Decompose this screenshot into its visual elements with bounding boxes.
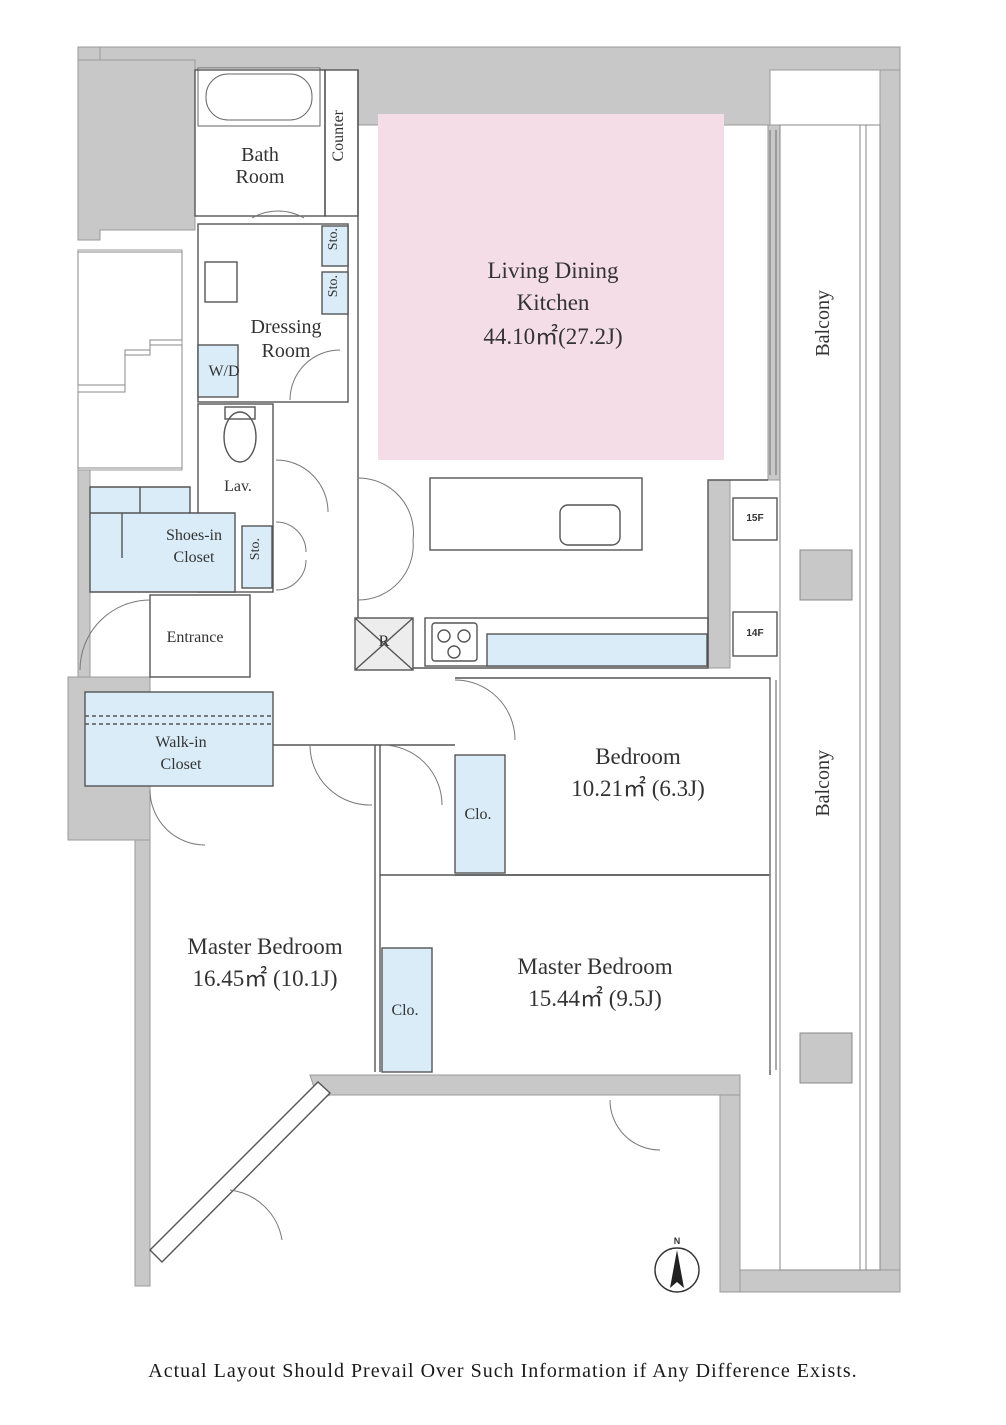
entrance-label: Entrance	[166, 629, 224, 646]
bedroom-name: Bedroom	[595, 744, 681, 769]
master-bedroom-2-area: 15.44㎡ (9.5J)	[528, 986, 662, 1011]
walkin-closet-label-line2: Closet	[160, 756, 202, 773]
dressing-label-line2: Room	[261, 340, 311, 362]
walkin-closet-label-line1: Walk-in	[155, 734, 207, 751]
ldk-area: 44.10㎡(27.2J)	[483, 324, 623, 349]
balcony-column-upper	[799, 549, 853, 601]
shoes-closet-label-line1: Shoes-in	[166, 527, 222, 544]
bath-label-line2: Room	[235, 166, 285, 188]
counter-label: Counter	[330, 110, 347, 162]
shaft-lower	[77, 344, 183, 469]
bedroom-area: 10.21㎡ (6.3J)	[571, 776, 705, 801]
floor-marker-14f: 14F	[746, 628, 764, 639]
master-bedroom-2-name: Master Bedroom	[517, 954, 673, 979]
lav-label: Lav.	[224, 478, 252, 495]
door-swings	[79, 210, 661, 1241]
disclaimer-text: Actual Layout Should Prevail Over Such I…	[148, 1360, 858, 1382]
ldk-name-line1: Living Dining	[487, 258, 619, 283]
sto-label-2: Sto.	[326, 275, 341, 298]
dressing-label-line1: Dressing	[250, 316, 322, 338]
north-label: N	[673, 1236, 681, 1246]
closet-label-2: Clo.	[391, 1002, 419, 1019]
sto-label-3: Sto.	[248, 538, 263, 561]
north-arrow-icon	[654, 1247, 700, 1293]
ldk-name-line2: Kitchen	[516, 290, 590, 315]
interior-lines	[84, 69, 778, 1263]
floor-plan	[67, 46, 901, 1293]
ldk-floor-area	[378, 114, 724, 460]
shoes-closet-label-line2: Closet	[173, 549, 215, 566]
wall-upper-left	[77, 59, 196, 241]
balcony-label-2: Balcony	[812, 750, 834, 817]
wd-label: W/D	[208, 363, 240, 380]
balcony-label-1: Balcony	[812, 290, 834, 357]
master-bedroom-1-name: Master Bedroom	[187, 934, 343, 959]
balcony-area	[779, 124, 881, 1271]
floor-marker-15f: 15F	[746, 513, 764, 524]
closet-label-1: Clo.	[464, 806, 492, 823]
bath-label-line1: Bath	[241, 144, 279, 166]
sto-label-1: Sto.	[326, 228, 341, 251]
master-bedroom-1-area: 16.45㎡ (10.1J)	[192, 966, 338, 991]
bathtub-icon	[197, 67, 321, 127]
refrigerator-label: R	[378, 633, 390, 650]
balcony-column-lower	[799, 1032, 853, 1084]
